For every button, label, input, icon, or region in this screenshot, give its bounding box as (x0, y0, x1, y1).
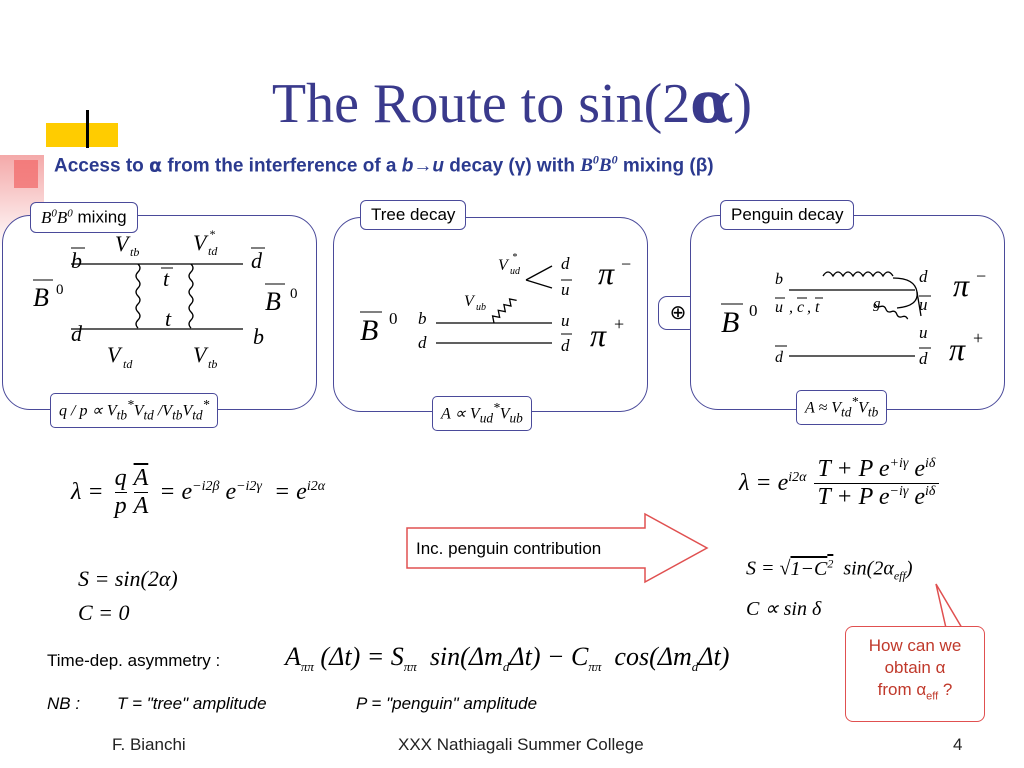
svg-text:,: , (807, 299, 811, 316)
svg-text:π: π (953, 267, 970, 303)
c-equation-simple: C = 0 (78, 600, 130, 625)
page-subtitle: Access to α from the interference of a b… (54, 153, 714, 177)
mixing-amplitude: q / p ∝ Vtb*Vtd /VtbVtd* (50, 393, 219, 428)
svg-text:c: c (797, 299, 804, 316)
svg-text:b: b (253, 324, 264, 349)
svg-text:−: − (621, 254, 631, 274)
svg-text:d: d (418, 333, 427, 352)
svg-text:V: V (193, 230, 209, 255)
svg-text:ud: ud (510, 266, 521, 277)
svg-text:u: u (775, 299, 783, 316)
asymmetry-label: Time-dep. asymmetry : (47, 651, 221, 670)
svg-text:*: * (512, 252, 517, 263)
svg-text:0: 0 (56, 282, 64, 298)
svg-text:b: b (418, 309, 427, 328)
svg-text:B: B (265, 287, 281, 316)
nb-penguin: P = "penguin" amplitude (356, 694, 538, 713)
arrow-text: Inc. penguin contribution (416, 539, 602, 558)
penguin-amplitude: A ≈ Vtd*Vtb (796, 390, 888, 425)
tree-label: Tree decay (360, 200, 467, 230)
svg-text:d: d (71, 321, 83, 346)
svg-text:b: b (71, 248, 82, 273)
asymmetry-formula: Aππ (Δt) = Sππ sin(ΔmdΔt) − Cππ cos(ΔmdΔ… (285, 642, 730, 675)
penguin-label: Penguin decay (720, 200, 855, 230)
svg-text:0: 0 (389, 309, 398, 328)
footer-author: F. Bianchi (112, 735, 186, 754)
accent-yellow-bar (46, 123, 118, 147)
svg-text:b: b (775, 271, 783, 288)
svg-text:td: td (123, 357, 133, 371)
svg-text:t: t (165, 306, 172, 331)
svg-text:d: d (251, 248, 263, 273)
svg-text:π: π (590, 317, 607, 353)
page-title: The Route to sin(2α) (271, 70, 753, 136)
tree-amplitude: A ∝ Vud*Vub (432, 396, 532, 431)
s-equation-simple: S = sin(2α) (78, 566, 178, 591)
svg-text:V: V (115, 231, 131, 256)
svg-text:0: 0 (290, 286, 298, 302)
svg-text:tb: tb (130, 245, 139, 259)
svg-text:u: u (561, 280, 570, 299)
svg-text:u: u (561, 311, 570, 330)
svg-text:B: B (360, 314, 378, 347)
svg-text:B: B (33, 283, 49, 312)
svg-text:u: u (919, 323, 928, 342)
svg-text:+: + (614, 314, 624, 334)
svg-text:d: d (561, 254, 570, 273)
svg-text:td: td (208, 244, 218, 258)
svg-text:tb: tb (208, 357, 217, 371)
footer-event: XXX Nathiagali Summer College (398, 735, 644, 754)
c-equation-penguin: C ∝ sin δ (746, 598, 822, 620)
accent-red-square (14, 160, 38, 188)
svg-text:,: , (789, 299, 793, 316)
svg-text:d: d (775, 349, 784, 366)
svg-text:π: π (949, 331, 966, 367)
svg-text:V: V (498, 257, 510, 274)
svg-text:d: d (561, 336, 570, 355)
footer-page-number: 4 (953, 735, 963, 754)
lambda-equation-penguin: λ = ei2α T + P e+iγ eiδ T + P e−iγ eiδ (738, 455, 940, 512)
nb-tree: T = "tree" amplitude (117, 694, 267, 713)
s-equation-penguin: S = √1−C2 sin(2αeff) (746, 556, 913, 583)
nb-label: NB : (47, 694, 81, 713)
svg-text:ub: ub (476, 302, 486, 313)
svg-text:+: + (973, 328, 983, 348)
svg-text:d: d (919, 267, 928, 286)
callout-pointer (935, 583, 964, 629)
penguin-arrow (406, 512, 709, 584)
svg-text:V: V (193, 342, 209, 367)
svg-text:*: * (209, 227, 215, 241)
svg-text:t: t (163, 266, 170, 291)
svg-text:B: B (721, 306, 739, 339)
svg-text:−: − (976, 266, 986, 286)
svg-text:u: u (919, 295, 928, 314)
svg-text:V: V (464, 293, 476, 310)
mixing-label: B0B0 mixing (30, 202, 138, 233)
svg-text:V: V (107, 342, 123, 367)
svg-text:π: π (598, 255, 615, 291)
svg-text:d: d (919, 349, 928, 368)
svg-text:g: g (873, 296, 881, 312)
accent-black-tick (86, 110, 89, 148)
svg-text:t: t (815, 299, 820, 316)
svg-text:0: 0 (749, 301, 758, 320)
